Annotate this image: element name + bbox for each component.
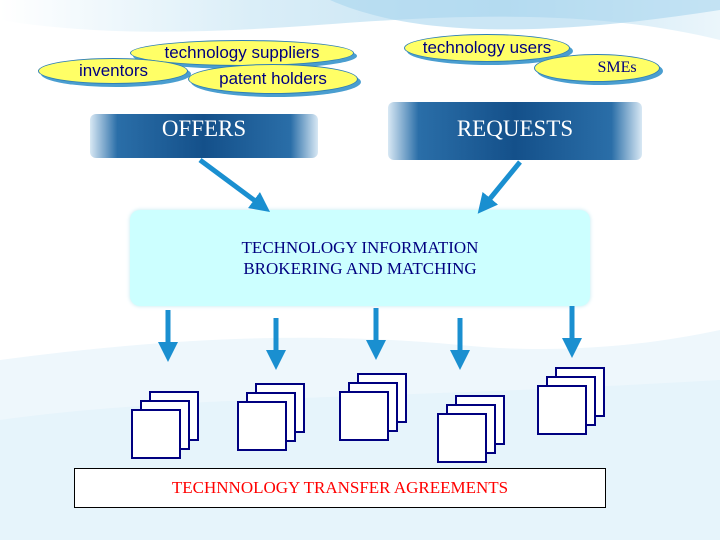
technology-users-oval: technology users: [404, 34, 570, 62]
agreements-label: TECHNNOLOGY TRANSFER AGREEMENTS: [171, 478, 509, 497]
requests-box: REQUESTS: [388, 102, 642, 160]
technology-suppliers-label: technology suppliers: [164, 43, 320, 62]
offers-box: OFFERS: [90, 114, 318, 158]
smes-label: SMEs: [597, 59, 637, 76]
patent-holders-oval: patent holders: [188, 64, 358, 94]
technology-transfer-agreements-box: TECHNNOLOGY TRANSFER AGREEMENTS: [74, 468, 606, 508]
requests-label: REQUESTS: [456, 116, 574, 141]
inventors-oval: inventors: [38, 58, 188, 84]
technology-users-label: technology users: [422, 38, 552, 57]
smes-oval: SMEs: [534, 54, 660, 82]
inventors-label: inventors: [79, 61, 148, 80]
brokering-line-2: BROKERING AND MATCHING: [243, 259, 477, 278]
patent-holders-label: patent holders: [219, 69, 327, 88]
brokering-line-1: TECHNOLOGY INFORMATION: [241, 238, 479, 257]
offers-label: OFFERS: [161, 116, 247, 141]
brokering-matching-box: TECHNOLOGY INFORMATION BROKERING AND MAT…: [130, 210, 590, 306]
